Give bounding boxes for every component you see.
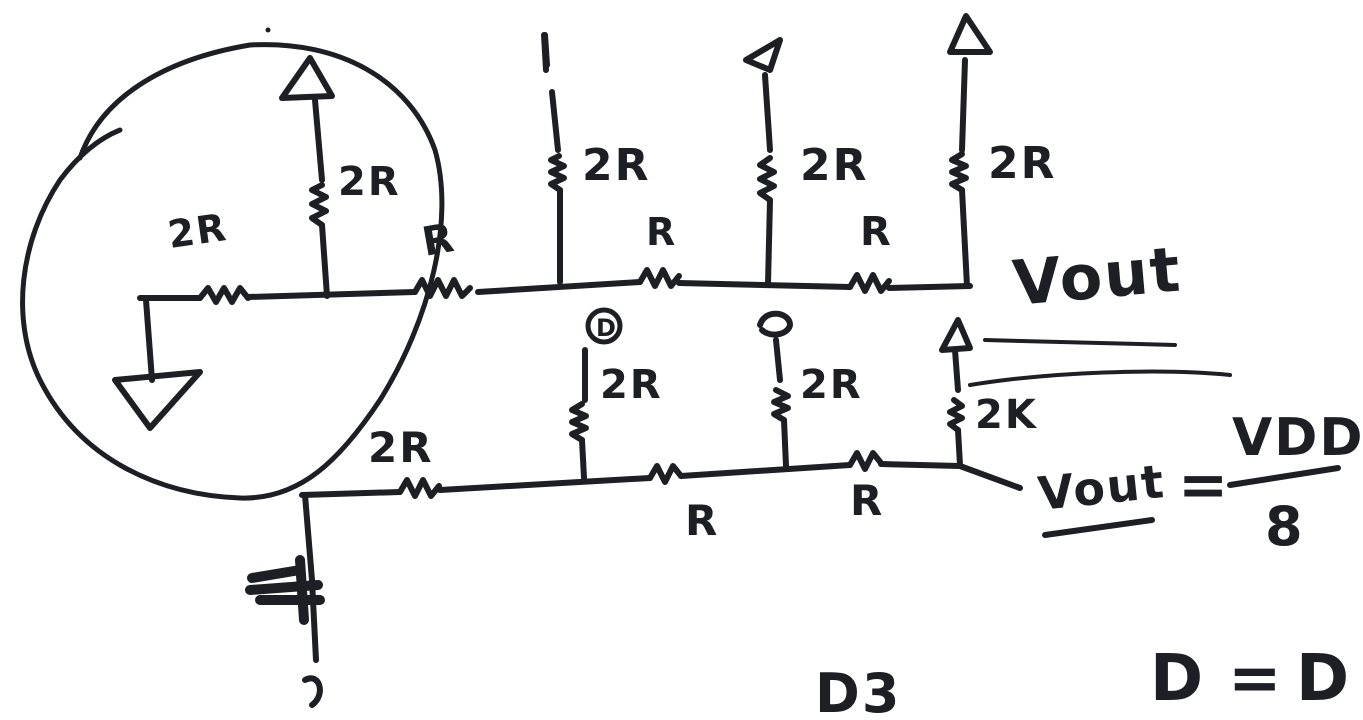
top-rail-2 [475,279,643,295]
bottom-terminal [302,675,323,708]
bottom-branch-2-wire [773,337,789,469]
bottom-left-wire [299,489,403,498]
bottom-left-vertical [302,492,319,663]
label-bottom-r-2: R [850,476,884,525]
bottom-branch-2-terminal [757,310,793,338]
label-d-eq-lhs: D [1150,642,1205,716]
branch-1-resistor [548,153,567,193]
bottom-rail-2 [678,462,853,479]
label-bottom-2r-2: 2R [800,362,863,408]
vout-eq-underline [1042,517,1155,538]
label-top-r-3: R [860,209,893,255]
top-ladder [20,13,993,501]
bottom-rail-3 [878,461,1023,491]
top-vertical-2r-wire [312,97,330,299]
branch-1-top-mark [541,32,549,73]
branch-2-wire [762,72,773,287]
label-vout-eq-sign: = [1178,450,1230,520]
label-top-r-1: R [419,215,459,266]
branch-3-resistor [949,151,969,193]
label-bottom-2r-1: 2R [600,362,663,408]
vout-strike-1 [983,338,1177,347]
label-top-2r-4: 2R [988,138,1057,189]
label-vout-eq-num: VDD [1232,408,1363,468]
vout-eq-fraction-bar [1227,465,1341,488]
top-r-resistor-3 [847,272,892,294]
bottom-branch-3-arrow [939,317,973,353]
bottom-branch-1-wire [579,347,588,481]
top-rail-3 [676,280,853,290]
label-top-r-2: R [646,210,677,254]
branch-2-arrow [743,37,783,73]
branch-2-resistor [757,155,777,203]
label-bottom-2r-3: 2K [975,392,1038,438]
top-2r-resistor-left [197,285,251,305]
bottom-branch-1-resistor [569,401,589,443]
branch-3-wire [959,57,970,289]
label-top-2r-2: 2R [582,140,651,191]
label-top-2r-vertical: 2R [338,159,401,205]
label-d-eq-sign: = [1228,642,1284,716]
label-node-d: D [596,314,618,342]
label-top-2r-3: 2R [800,140,869,191]
stray-dot [265,27,271,33]
bottom-2r-resistor-left [397,477,442,499]
node-d-circle [585,307,623,345]
ground-symbol [112,369,203,431]
top-vertical-arrow [279,55,335,101]
label-top-2r-left: 2R [165,205,230,257]
label-d-eq-rhs: D [1296,642,1351,716]
bottom-rail [437,475,653,493]
vout-strike-2 [968,369,1232,387]
bottom-r-resistor-1 [647,463,684,485]
bottom-branch-3-resistor [947,397,965,433]
top-rail-4 [886,283,973,291]
label-d3: D3 [815,662,901,720]
top-r-resistor-1 [412,277,473,299]
bottom-left-scribble [245,555,325,625]
branch-3-arrow [947,13,993,55]
bottom-branch-2-resistor [771,387,791,423]
top-rail [245,289,418,300]
bottom-ladder [245,307,1232,708]
bottom-r-resistor-2 [847,450,884,472]
top-vertical-2r-resistor [309,182,329,228]
bottom-branch-3-wire [952,347,963,468]
label-bottom-2r-left: 2R [368,423,434,472]
circled-section-loop [20,42,445,501]
label-vout-eq-lhs: Vout [1036,454,1168,521]
label-bottom-r-1: R [685,496,719,545]
top-left-ground-wire [143,297,155,383]
label-vout-eq-den: 8 [1265,495,1305,558]
top-r-resistor-2 [637,267,682,289]
label-vout-top: Vout [1010,232,1185,319]
